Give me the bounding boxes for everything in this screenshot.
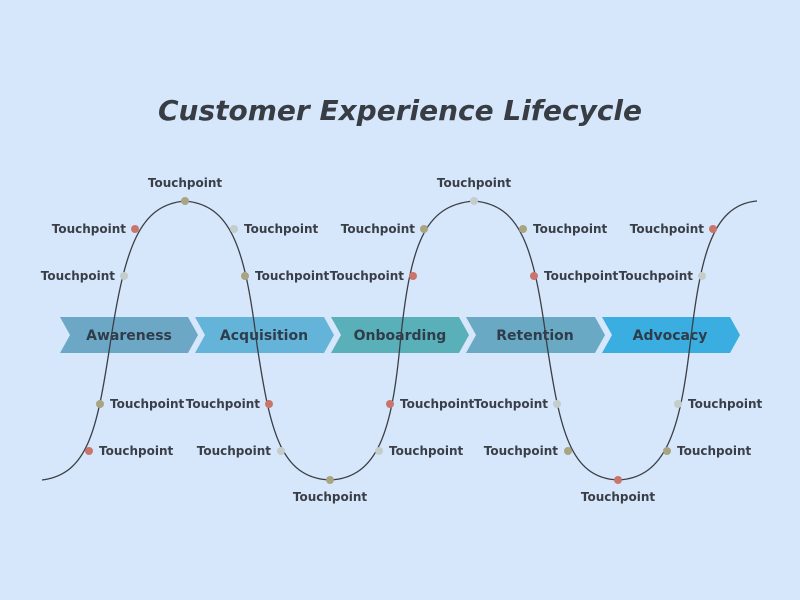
touchpoint-dot: [470, 197, 478, 205]
stage-4: Retention: [466, 317, 605, 353]
touchpoint-dot: [553, 400, 561, 408]
touchpoint-label: Touchpoint: [341, 222, 416, 236]
stage-1-label: Awareness: [86, 328, 172, 344]
touchpoint-2: Touchpoint: [52, 222, 139, 236]
touchpoint-label: Touchpoint: [41, 269, 116, 283]
touchpoint-label: Touchpoint: [99, 444, 174, 458]
touchpoint-dot: [265, 400, 273, 408]
touchpoint-15: Touchpoint: [437, 176, 512, 205]
stage-4-label: Retention: [496, 328, 574, 344]
touchpoint-label: Touchpoint: [186, 397, 261, 411]
touchpoint-label: Touchpoint: [630, 222, 705, 236]
touchpoint-dot: [131, 225, 139, 233]
touchpoint-7: Touchpoint: [241, 269, 330, 283]
touchpoint-dot: [326, 476, 334, 484]
touchpoint-label: Touchpoint: [688, 397, 763, 411]
touchpoint-label: Touchpoint: [197, 444, 272, 458]
touchpoint-20: Touchpoint: [581, 476, 656, 504]
stage-3: Onboarding: [331, 317, 469, 353]
touchpoint-dot: [530, 272, 538, 280]
touchpoint-label: Touchpoint: [389, 444, 464, 458]
touchpoint-label: Touchpoint: [474, 397, 549, 411]
touchpoint-12: Touchpoint: [375, 444, 464, 458]
touchpoint-label: Touchpoint: [437, 176, 512, 190]
touchpoint-10: Touchpoint: [293, 476, 368, 504]
stage-2: Acquisition: [195, 317, 334, 353]
touchpoint-dot: [674, 400, 682, 408]
stage-4-arrow: [466, 317, 605, 353]
touchpoint-16: Touchpoint: [519, 222, 608, 236]
touchpoint-5: Touchpoint: [85, 444, 174, 458]
stage-5-label: Advocacy: [633, 328, 708, 344]
touchpoint-dot: [181, 197, 189, 205]
touchpoint-label: Touchpoint: [677, 444, 752, 458]
stage-3-arrow: [331, 317, 469, 353]
touchpoint-3: Touchpoint: [41, 269, 128, 283]
touchpoint-label: Touchpoint: [244, 222, 319, 236]
touchpoint-23: Touchpoint: [630, 222, 717, 236]
touchpoint-label: Touchpoint: [293, 490, 368, 504]
stage-1-arrow: [60, 317, 198, 353]
stage-2-arrow: [195, 317, 334, 353]
touchpoint-dot: [420, 225, 428, 233]
touchpoint-dot: [120, 272, 128, 280]
touchpoint-18: Touchpoint: [474, 397, 561, 411]
touchpoint-13: Touchpoint: [341, 222, 428, 236]
touchpoint-dot: [564, 447, 572, 455]
touchpoint-21: Touchpoint: [674, 397, 763, 411]
touchpoint-label: Touchpoint: [52, 222, 127, 236]
touchpoint-19: Touchpoint: [484, 444, 572, 458]
touchpoint-dot: [230, 225, 238, 233]
touchpoint-label: Touchpoint: [619, 269, 694, 283]
touchpoint-dot: [519, 225, 527, 233]
touchpoint-6: Touchpoint: [230, 222, 319, 236]
touchpoint-label: Touchpoint: [484, 444, 559, 458]
stage-1: Awareness: [60, 317, 198, 353]
touchpoint-4: Touchpoint: [96, 397, 185, 411]
page-title: Customer Experience Lifecycle: [158, 94, 642, 127]
touchpoint-dot: [241, 272, 249, 280]
touchpoint-dot: [85, 447, 93, 455]
touchpoint-label: Touchpoint: [110, 397, 185, 411]
touchpoint-label: Touchpoint: [533, 222, 608, 236]
touchpoint-label: Touchpoint: [581, 490, 656, 504]
touchpoint-1: Touchpoint: [148, 176, 223, 205]
touchpoint-dot: [386, 400, 394, 408]
touchpoint-dot: [96, 400, 104, 408]
touchpoint-dot: [375, 447, 383, 455]
touchpoint-label: Touchpoint: [255, 269, 330, 283]
touchpoint-14: Touchpoint: [330, 269, 417, 283]
touchpoint-dot: [409, 272, 417, 280]
touchpoint-11: Touchpoint: [386, 397, 475, 411]
touchpoint-dot: [277, 447, 285, 455]
touchpoint-label: Touchpoint: [544, 269, 619, 283]
touchpoint-label: Touchpoint: [400, 397, 475, 411]
touchpoint-label: Touchpoint: [330, 269, 405, 283]
lifecycle-wave-line: [41, 200, 758, 481]
stage-3-label: Onboarding: [354, 328, 447, 344]
touchpoint-dot: [663, 447, 671, 455]
touchpoint-24: Touchpoint: [619, 269, 706, 283]
touchpoint-label: Touchpoint: [148, 176, 223, 190]
touchpoint-8: Touchpoint: [186, 397, 273, 411]
touchpoint-9: Touchpoint: [197, 444, 285, 458]
stage-5: Advocacy: [602, 317, 740, 353]
touchpoint-17: Touchpoint: [530, 269, 619, 283]
stage-2-label: Acquisition: [220, 328, 308, 344]
touchpoint-dot: [698, 272, 706, 280]
touchpoint-dot: [614, 476, 622, 484]
touchpoint-22: Touchpoint: [663, 444, 752, 458]
stage-5-arrow: [602, 317, 740, 353]
touchpoint-dot: [709, 225, 717, 233]
